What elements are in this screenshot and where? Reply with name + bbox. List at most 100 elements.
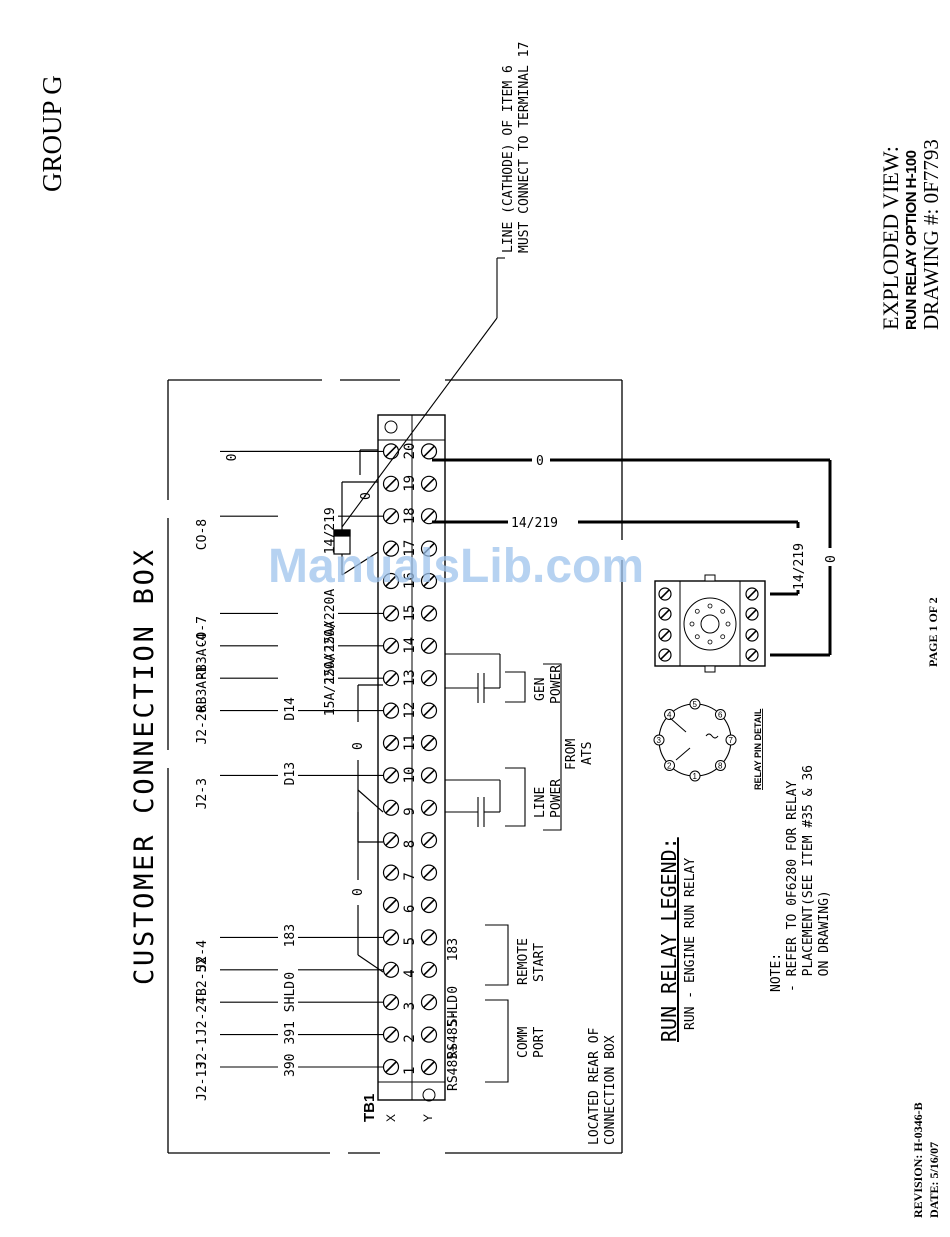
svg-text:14/219: 14/219 bbox=[792, 543, 807, 590]
drawing-number: DRAWING #: 0F7793 bbox=[919, 139, 943, 330]
wire-label-10: D13 bbox=[283, 762, 298, 785]
revision-date: DATE: 5/16/07 bbox=[927, 1142, 941, 1218]
terminal-screw-y-13 bbox=[420, 670, 438, 687]
title-block: EXPLODED VIEW: RUN RELAY OPTION H-100 DR… bbox=[878, 139, 943, 330]
terminal-right-label-3: SHLD bbox=[446, 995, 461, 1026]
socket-screw-left-4 bbox=[658, 648, 672, 662]
svg-text:START: START bbox=[532, 943, 547, 982]
terminal-screw-x-14 bbox=[382, 637, 400, 654]
terminal-screw-y-16 bbox=[420, 572, 438, 590]
svg-text:LINE: LINE bbox=[533, 787, 548, 818]
group-labels: COMM PORT REMOTE START LINE POWER GEN PO… bbox=[516, 665, 595, 1058]
terminal-number-7: 7 bbox=[402, 872, 418, 880]
wire-destination-1: J2-13 bbox=[195, 1062, 210, 1101]
terminal-number-19: 19 bbox=[402, 475, 418, 492]
socket-pin-hole bbox=[725, 621, 731, 627]
terminal-screw-x-7 bbox=[382, 864, 400, 881]
wire-label-2: 391 bbox=[283, 1021, 298, 1044]
terminal-number-11: 11 bbox=[402, 734, 418, 751]
terminal-screw-x-5 bbox=[382, 929, 400, 946]
jumper-labels: 0 0 0 bbox=[351, 492, 374, 896]
svg-text:0: 0 bbox=[351, 742, 366, 750]
terminal-number-12: 12 bbox=[402, 702, 418, 719]
terminal-right-label-4: 0 bbox=[446, 986, 461, 994]
svg-text:POWER: POWER bbox=[549, 665, 564, 704]
relay-pin-6 bbox=[714, 709, 726, 721]
socket-screw-right-1 bbox=[745, 587, 759, 601]
socket-screw-right-4 bbox=[745, 648, 759, 662]
svg-text:ATS: ATS bbox=[580, 742, 595, 765]
socket-pin-hole bbox=[720, 634, 726, 640]
terminal-screw-y-15 bbox=[420, 605, 438, 622]
terminal-screw-x-6 bbox=[382, 896, 400, 914]
terminal-screw-x-2 bbox=[382, 1026, 400, 1043]
svg-text:GEN: GEN bbox=[533, 678, 548, 701]
wire-destination-15: CO-7 bbox=[195, 616, 210, 647]
terminal-screw-y-4 bbox=[420, 961, 438, 978]
terminal-screw-y-17 bbox=[420, 540, 438, 557]
terminal-number-17: 17 bbox=[402, 540, 418, 557]
terminal-screw-x-15 bbox=[382, 605, 400, 622]
relay-pin-7 bbox=[725, 734, 737, 746]
relay-pin-1 bbox=[689, 770, 701, 782]
terminal-screw-y-1 bbox=[420, 1058, 438, 1076]
socket-screw-left-3 bbox=[658, 628, 672, 642]
terminal-screw-y-18 bbox=[420, 508, 438, 525]
relay-pin-5 bbox=[689, 698, 701, 710]
placement-note: NOTE: - REFER TO 0F6280 FOR RELAY PLACEM… bbox=[769, 765, 832, 992]
relay-pin-number: 3 bbox=[657, 736, 662, 745]
page-number: PAGE 1 OF 2 bbox=[926, 597, 940, 667]
wire-destination-14: RB3A-4 bbox=[195, 633, 210, 680]
terminal-screw-x-20 bbox=[382, 443, 400, 460]
terminal-screw-x-10 bbox=[382, 767, 400, 784]
terminal-screw-y-20 bbox=[420, 443, 438, 460]
svg-text:LOCATED REAR OF: LOCATED REAR OF bbox=[587, 1027, 602, 1145]
socket-pin-hole bbox=[694, 634, 700, 640]
terminal-screw-y-12 bbox=[420, 702, 438, 719]
terminal-screw-x-8 bbox=[382, 832, 400, 849]
terminal-screw-x-3 bbox=[382, 994, 400, 1011]
wire-label-1: 390 bbox=[283, 1054, 298, 1077]
svg-text:0: 0 bbox=[824, 555, 839, 563]
box-location-note: LOCATED REAR OF CONNECTION BOX bbox=[587, 1027, 618, 1145]
tb1-y-label: Y bbox=[421, 1114, 435, 1122]
diode-assembly bbox=[333, 449, 379, 576]
terminal-number-16: 16 bbox=[402, 572, 418, 589]
exploded-view-title: EXPLODED VIEW: bbox=[878, 146, 903, 330]
connection-box-title: CUSTOMER CONNECTION BOX bbox=[129, 550, 160, 985]
relay-pin-number: 8 bbox=[718, 761, 723, 770]
terminal-right-label-5: 183 bbox=[446, 938, 461, 961]
terminal-screw-y-3 bbox=[420, 994, 438, 1011]
relay-pin-number: 1 bbox=[693, 772, 698, 781]
terminal-screw-x-4 bbox=[382, 961, 400, 978]
tb1-label: TB1 bbox=[361, 1094, 378, 1122]
relay-pin-4 bbox=[664, 709, 676, 721]
relay-heavy-wires bbox=[432, 458, 832, 657]
revision: REVISION: H-0346-B bbox=[911, 1102, 925, 1218]
legend-title: RUN RELAY LEGEND: bbox=[657, 837, 681, 1042]
socket-pin-hole bbox=[707, 639, 713, 645]
wire-label-20: 0 bbox=[225, 454, 240, 462]
wire-label-4: 0 bbox=[283, 972, 298, 980]
terminal-number-15: 15 bbox=[402, 605, 418, 622]
socket-pin-hole bbox=[694, 608, 700, 614]
svg-text:COMM: COMM bbox=[516, 1027, 531, 1058]
terminal-screw-y-19 bbox=[420, 475, 438, 492]
terminal-screw-x-18 bbox=[382, 508, 400, 525]
svg-text:0: 0 bbox=[351, 888, 366, 896]
svg-text:ON DRAWING): ON DRAWING) bbox=[817, 890, 832, 992]
terminal-screw-y-6 bbox=[420, 896, 438, 914]
socket-pin-hole bbox=[720, 608, 726, 614]
terminal-screw-x-9 bbox=[382, 799, 400, 816]
terminal-screw-y-2 bbox=[420, 1026, 438, 1043]
terminal-screw-x-13 bbox=[382, 670, 400, 687]
wire-destination-3: J2-24 bbox=[195, 997, 210, 1036]
svg-text:POWER: POWER bbox=[549, 779, 564, 818]
svg-text:NOTE:: NOTE: bbox=[769, 953, 784, 992]
socket-screw-right-2 bbox=[745, 607, 759, 621]
terminal-number-20: 20 bbox=[402, 443, 418, 460]
terminal-number-6: 6 bbox=[402, 905, 418, 913]
relay-pin-number: 2 bbox=[667, 761, 672, 770]
terminal-screw-y-10 bbox=[420, 767, 438, 784]
